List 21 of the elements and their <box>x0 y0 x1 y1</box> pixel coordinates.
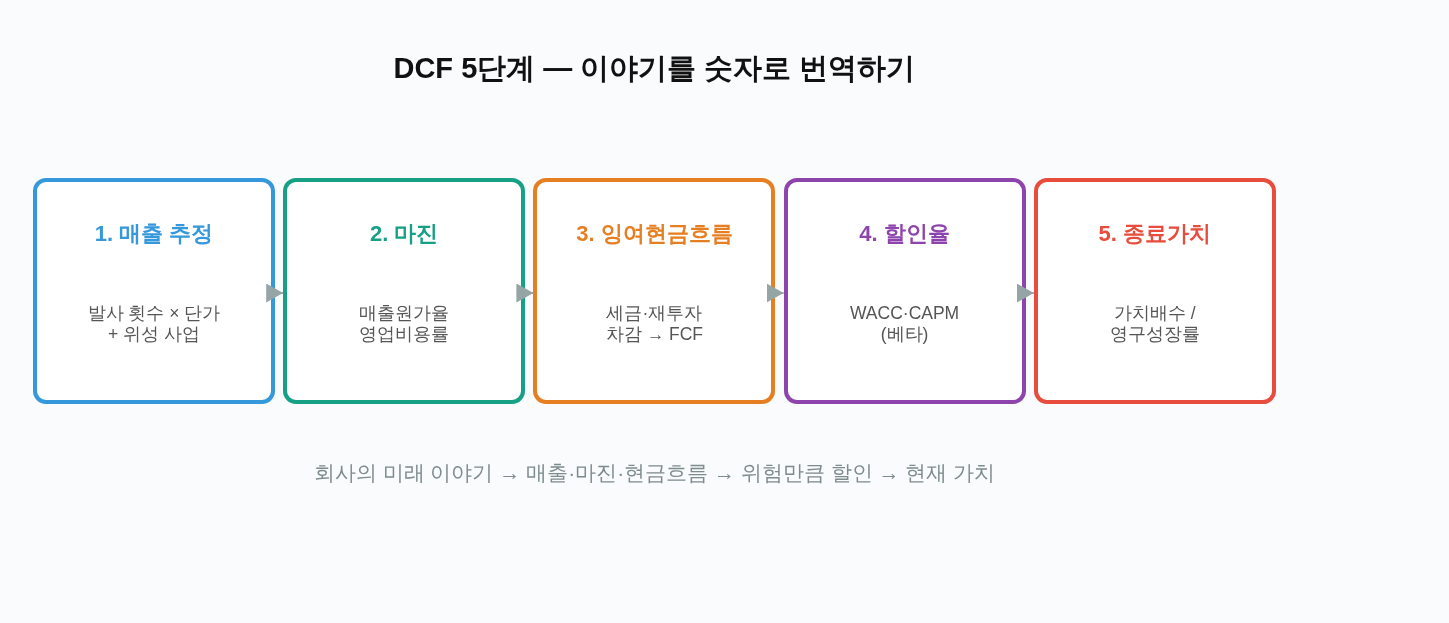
arrow <box>516 283 535 303</box>
arrow <box>1016 283 1035 303</box>
arrow <box>766 283 785 303</box>
step-title: 5. 종료가치 <box>1097 220 1213 248</box>
step-description: 세금·재투자 차감 → FCF <box>604 303 704 345</box>
step-description: 발사 횟수 × 단가 + 위성 사업 <box>86 303 222 345</box>
step-title: 2. 마진 <box>368 220 440 248</box>
step-title: 4. 할인율 <box>858 220 951 248</box>
step-box <box>283 178 526 404</box>
step-description: WACC·CAPM (베타) <box>849 303 961 345</box>
diagram-title: DCF 5단계 — 이야기를 숫자로 번역하기 <box>392 51 917 86</box>
step-title: 1. 매출 추정 <box>93 220 215 248</box>
step-box <box>33 178 275 404</box>
step-description: 가치배수 / 영구성장률 <box>1108 303 1201 345</box>
step-title: 3. 잉여현금흐름 <box>575 220 734 248</box>
step-box <box>1033 178 1276 404</box>
arrow <box>266 283 285 303</box>
step-description: 매출원가율 영업비용률 <box>358 303 451 345</box>
step-box <box>533 178 776 404</box>
caption: 회사의 미래 이야기 → 매출·마진·현금흐름 → 위험만큼 할인 → 현재 가치 <box>312 460 997 486</box>
step-box <box>783 178 1026 404</box>
